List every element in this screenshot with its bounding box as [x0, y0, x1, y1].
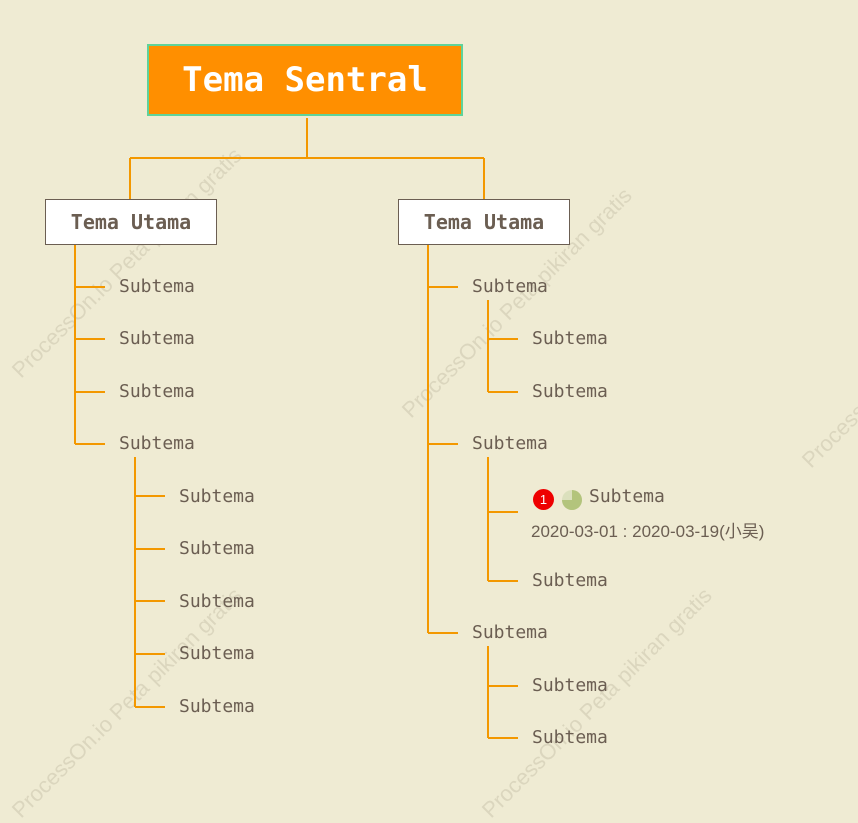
subtopic-child[interactable]: Subtema [532, 570, 608, 591]
subtopic-child[interactable]: Subtema [179, 486, 255, 507]
subtopic-child[interactable]: Subtema [532, 675, 608, 696]
subtopic[interactable]: Subtema [119, 276, 195, 297]
task-subtopic-label[interactable]: Subtema [589, 486, 665, 507]
subtopic[interactable]: Subtema [119, 433, 195, 454]
central-topic[interactable]: Tema Sentral [147, 44, 463, 116]
main-topic-left[interactable]: Tema Utama [45, 199, 217, 245]
priority-badge: 1 [533, 489, 554, 510]
subtopic[interactable]: Subtema [119, 381, 195, 402]
subtopic-child[interactable]: Subtema [532, 381, 608, 402]
subtopic[interactable]: Subtema [472, 622, 548, 643]
subtopic-child[interactable]: Subtema [179, 538, 255, 559]
subtopic[interactable]: Subtema [119, 328, 195, 349]
main-topic-right[interactable]: Tema Utama [398, 199, 570, 245]
subtopic-child[interactable]: Subtema [532, 328, 608, 349]
subtopic[interactable]: Subtema [472, 276, 548, 297]
subtopic-child[interactable]: Subtema [179, 643, 255, 664]
task-dates: 2020-03-01 : 2020-03-19(小吴) [531, 522, 765, 541]
subtopic-child[interactable]: Subtema [179, 591, 255, 612]
subtopic-child[interactable]: Subtema [532, 727, 608, 748]
progress-pie-icon [562, 490, 582, 510]
subtopic[interactable]: Subtema [472, 433, 548, 454]
subtopic-child[interactable]: Subtema [179, 696, 255, 717]
